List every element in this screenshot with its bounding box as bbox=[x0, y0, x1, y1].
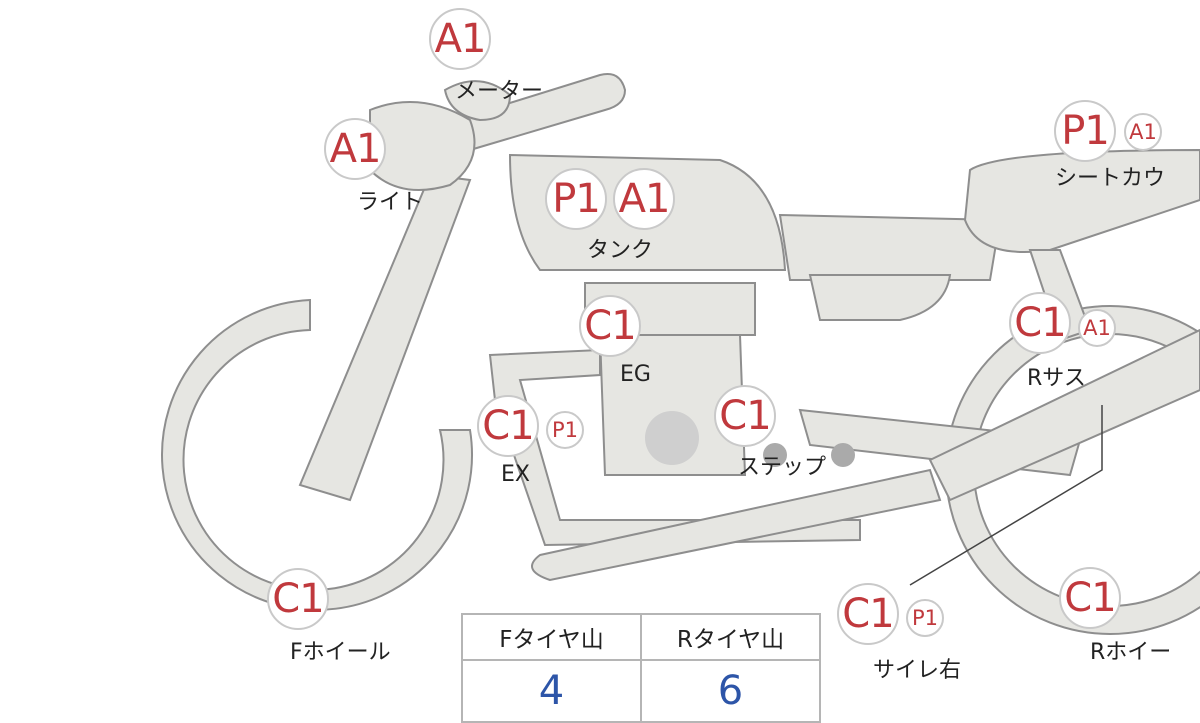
front-tire-header: Fタイヤ山 bbox=[461, 613, 642, 661]
frame-top bbox=[778, 213, 1002, 281]
muffler-right-label: サイレ右 bbox=[873, 658, 962, 683]
muffler-right-badge-p1[interactable]: P1 bbox=[906, 599, 944, 637]
handlebar bbox=[453, 73, 627, 152]
rear-suspension-label: Rサス bbox=[1027, 366, 1086, 391]
light-label: ライト bbox=[357, 190, 424, 215]
rear-wheel-badge-c1[interactable]: C1 bbox=[1059, 567, 1121, 629]
side-cover bbox=[808, 274, 952, 321]
exhaust-label: EX bbox=[501, 462, 530, 487]
meter-badge-a1[interactable]: A1 bbox=[429, 8, 491, 70]
engine-label: EG bbox=[620, 362, 651, 387]
front-wheel-shape bbox=[161, 298, 473, 611]
rear-suspension-badge-a1[interactable]: A1 bbox=[1078, 309, 1116, 347]
seat-cowl-badge-p1[interactable]: P1 bbox=[1054, 100, 1116, 162]
front-tire-value: 4 bbox=[461, 659, 642, 723]
meter-label: メーター bbox=[455, 79, 544, 104]
light-badge-a1[interactable]: A1 bbox=[324, 118, 386, 180]
callout-line bbox=[909, 405, 1103, 586]
step-badge-c1[interactable]: C1 bbox=[714, 385, 776, 447]
step-label: ステップ bbox=[738, 455, 827, 480]
engine-badge-c1[interactable]: C1 bbox=[579, 295, 641, 357]
tank-badge-a1[interactable]: A1 bbox=[613, 168, 675, 230]
meter-shape bbox=[443, 80, 512, 122]
rear-wheel-label: Rホイー bbox=[1090, 640, 1172, 665]
tank-label: タンク bbox=[587, 238, 654, 263]
frame-down bbox=[531, 468, 942, 582]
seat-cowl-label: シートカウ bbox=[1055, 166, 1166, 191]
muffler-shape bbox=[928, 328, 1200, 502]
front-wheel-label: Fホイール bbox=[290, 640, 391, 665]
muffler-right-badge-c1[interactable]: C1 bbox=[837, 583, 899, 645]
headlight bbox=[369, 101, 476, 191]
tire-tread-table: Fタイヤ山 Rタイヤ山 4 6 bbox=[461, 613, 821, 723]
exhaust-badge-c1[interactable]: C1 bbox=[477, 395, 539, 457]
rear-suspension-badge-c1[interactable]: C1 bbox=[1009, 292, 1071, 354]
tank-badge-p1[interactable]: P1 bbox=[545, 168, 607, 230]
rear-tire-header: Rタイヤ山 bbox=[640, 613, 821, 661]
exhaust-badge-p1[interactable]: P1 bbox=[546, 411, 584, 449]
engine-body bbox=[598, 334, 747, 476]
rear-tire-value: 6 bbox=[640, 659, 821, 723]
front-wheel-badge-c1[interactable]: C1 bbox=[267, 568, 329, 630]
seat-cowl-badge-a1[interactable]: A1 bbox=[1124, 113, 1162, 151]
